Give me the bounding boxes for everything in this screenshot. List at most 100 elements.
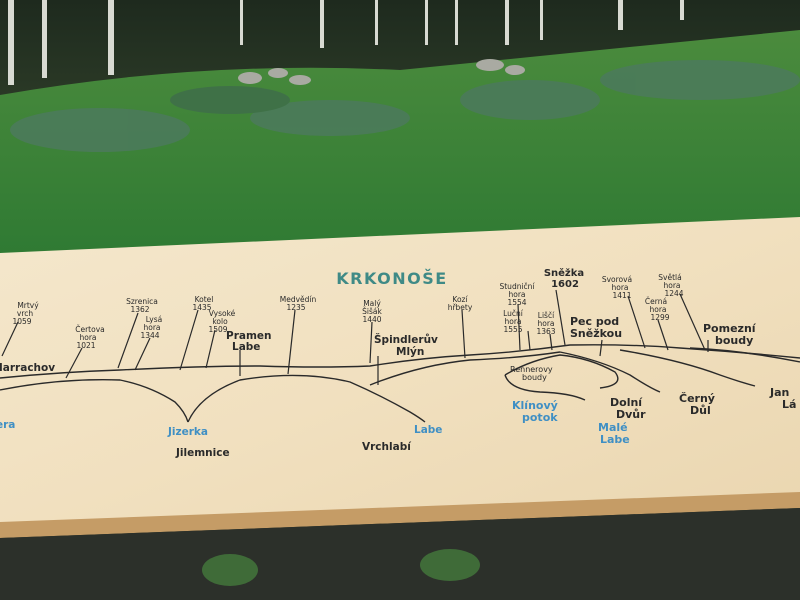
rocks [238, 59, 525, 85]
place-pomezni-boudy-2: boudy [715, 334, 753, 347]
svg-text:Kozí: Kozí [452, 295, 468, 304]
peak-snezka: Sněžka 1602 [544, 267, 584, 290]
svg-text:1440: 1440 [362, 315, 381, 324]
river-labe: Labe [414, 424, 442, 436]
river-jizera: era [0, 419, 15, 431]
shrubs [10, 60, 800, 152]
place-cerny-dul-2: Důl [690, 404, 711, 417]
grass-slope [0, 30, 800, 255]
peak-szrenica: Szrenica 1362 [126, 297, 158, 314]
place-pomezni-boudy: Pomezní [703, 322, 757, 335]
peak-medvedin: Medvědín 1235 [280, 295, 317, 312]
svg-text:Malý: Malý [363, 299, 381, 308]
panorama-board [0, 217, 800, 530]
place-rennerovy-boudy: Rennerovy [510, 365, 553, 374]
place-dolni-dvur: Dolní [610, 396, 643, 409]
svg-text:vrch: vrch [17, 309, 33, 318]
peak-certova-hora: Čertova hora 1021 [75, 325, 105, 350]
river-jizerka: Jizerka [167, 426, 208, 438]
peak-kozi-hrbety: Kozí hřbety [448, 295, 473, 312]
svg-text:1244: 1244 [664, 289, 683, 298]
svg-text:Medvědín: Medvědín [280, 295, 317, 304]
place-jan-lazne-2: Lá [782, 398, 796, 411]
place-labels: Harrachov Pramen Labe Špindlerův Mlýn Pe… [0, 315, 796, 459]
peak-svorova-hora: Svorová hora 1411 [602, 275, 632, 300]
ground-shadow [0, 508, 800, 600]
peak-lisci-hora: Liščí hora 1363 [536, 311, 555, 336]
peak-maly-sisak: Malý Šišák 1440 [362, 299, 382, 324]
svg-text:kolo: kolo [212, 317, 228, 326]
svg-text:Studniční: Studniční [499, 282, 535, 291]
svg-text:1435: 1435 [192, 303, 211, 312]
svg-text:Černá: Černá [645, 297, 667, 306]
peak-labels: Mrtvý vrch 1059 Čertova hora 1021 Szreni… [12, 267, 683, 350]
place-pramen-labe: Pramen [226, 330, 272, 342]
svg-text:hřbety: hřbety [448, 303, 473, 312]
svg-text:Szrenica: Szrenica [126, 297, 158, 306]
svg-text:1602: 1602 [551, 279, 579, 290]
svg-text:hora: hora [663, 281, 680, 290]
svg-text:hora: hora [537, 319, 554, 328]
river-male-labe-2: Labe [600, 433, 630, 446]
svg-text:hora: hora [504, 317, 521, 326]
place-spindleruv-mlyn: Špindlerův [374, 333, 438, 346]
place-rennerovy-boudy-2: boudy [522, 373, 547, 382]
board-edge [0, 492, 800, 538]
place-jilemnice: Jilemnice [175, 447, 230, 459]
svg-text:Čertova: Čertova [75, 325, 105, 334]
svg-text:1555: 1555 [503, 325, 522, 334]
svg-text:hora: hora [79, 333, 96, 342]
svg-text:1554: 1554 [507, 298, 526, 307]
svg-text:1362: 1362 [130, 305, 149, 314]
place-pramen-labe-2: Labe [232, 341, 260, 353]
river-klinovy-potok: Klínový [512, 399, 558, 412]
svg-text:1021: 1021 [76, 341, 95, 350]
svg-text:1344: 1344 [140, 331, 159, 340]
svg-text:Luční: Luční [503, 309, 524, 318]
board-title: KRKONOŠE [336, 269, 447, 288]
peak-vysoke-kolo: Vysoké kolo 1509 [208, 309, 235, 334]
svg-text:Vysoké: Vysoké [209, 309, 236, 318]
river-male-labe: Malé [598, 421, 628, 434]
peak-leader-lines [1, 289, 709, 385]
svg-text:Lysá: Lysá [146, 315, 162, 324]
svg-text:Sněžka: Sněžka [544, 267, 584, 279]
svg-text:hora: hora [649, 305, 666, 314]
svg-text:1509: 1509 [208, 325, 227, 334]
place-cerny-dul: Černý [679, 392, 715, 405]
svg-text:Liščí: Liščí [538, 311, 555, 320]
svg-text:hora: hora [143, 323, 160, 332]
river-labels: era Jizerka Labe Klínový potok Malé Labe [0, 399, 630, 446]
peak-studnicni-hora: Studniční hora 1554 [499, 282, 535, 307]
place-spindleruv-mlyn-2: Mlýn [396, 346, 424, 358]
svg-text:Šišák: Šišák [362, 307, 382, 316]
svg-text:1299: 1299 [650, 313, 669, 322]
svg-text:Mrtvý: Mrtvý [17, 301, 39, 310]
place-pec-pod-snezkou: Pec pod [570, 315, 619, 328]
peak-svetla-hora: Světlá hora 1244 [658, 273, 683, 298]
svg-text:hora: hora [611, 283, 628, 292]
svg-text:1411: 1411 [612, 291, 631, 300]
weeds [202, 549, 480, 586]
svg-text:Kotel: Kotel [195, 295, 214, 304]
place-harrachov: Harrachov [0, 362, 55, 374]
place-vrchlabi: Vrchlabí [362, 441, 412, 453]
svg-text:1235: 1235 [286, 303, 305, 312]
peak-mrtvy-vrch: Mrtvý vrch 1059 [12, 301, 39, 326]
svg-text:Světlá: Světlá [658, 273, 681, 282]
mountain-profile [0, 344, 800, 423]
svg-text:hora: hora [508, 290, 525, 299]
svg-text:1059: 1059 [12, 317, 31, 326]
peak-lysa-hora: Lysá hora 1344 [140, 315, 162, 340]
peak-cerna-hora: Černá hora 1299 [645, 297, 670, 322]
place-dolni-dvur-2: Dvůr [616, 408, 646, 421]
river-klinovy-potok-2: potok [522, 411, 558, 424]
svg-text:1363: 1363 [536, 327, 555, 336]
place-jan-lazne: Jan [769, 386, 789, 399]
place-pec-pod-snezkou-2: Sněžkou [570, 327, 622, 340]
peak-lucni-hora: Luční hora 1555 [503, 309, 524, 334]
peak-kotel: Kotel 1435 [192, 295, 213, 312]
birch-trunks [8, 0, 684, 85]
svg-text:Svorová: Svorová [602, 275, 632, 284]
